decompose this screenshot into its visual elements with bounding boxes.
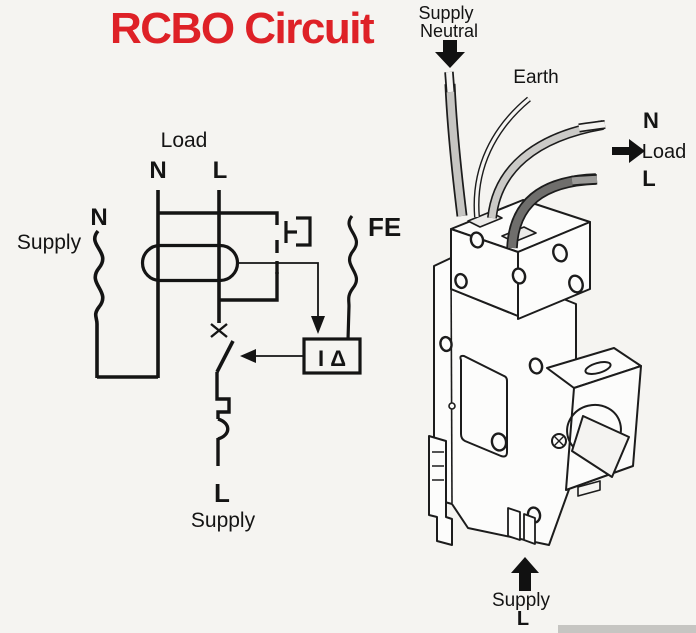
device-left-edge-line xyxy=(450,259,453,504)
supply-l-label: Supply xyxy=(191,509,256,532)
fe-label: FE xyxy=(368,212,401,242)
page-title: RCBO Circuit xyxy=(110,4,375,53)
load-line-wire xyxy=(506,173,598,249)
sense-arrowhead-icon xyxy=(311,316,325,334)
terminal-block-right-face xyxy=(517,221,591,320)
toggle-lever xyxy=(571,415,630,478)
supply-n-terminal-label: N xyxy=(90,204,107,231)
housing-screw-cross-icon xyxy=(553,435,565,447)
device-supply-l-label-2: L xyxy=(517,608,529,630)
load-n-label: N xyxy=(149,157,166,184)
bottom-terminal-slots xyxy=(507,507,536,545)
device-earth-label: Earth xyxy=(513,67,558,88)
device-supply-l-label-1: Supply xyxy=(492,590,551,611)
supply-l-terminal-label: L xyxy=(214,478,230,508)
test-button-icon xyxy=(284,216,312,247)
supply-neutral-wire xyxy=(444,71,468,217)
fe-lead xyxy=(346,214,358,341)
test-branch xyxy=(158,211,279,302)
load-l-label: L xyxy=(213,157,228,184)
load-title-label: Load xyxy=(161,129,208,152)
supply-neutral-arrow-down-icon xyxy=(435,40,465,68)
switch-contact xyxy=(210,323,235,373)
overcurrent-element xyxy=(215,372,231,466)
device-wires xyxy=(444,71,606,249)
housing-oval-slot xyxy=(584,361,612,375)
neutral-conductor-line xyxy=(97,190,160,379)
supply-l-arrow-up-icon xyxy=(511,557,539,591)
residual-trip-box-label: I Δ xyxy=(318,346,346,371)
load-arrow-right-icon xyxy=(612,139,645,163)
housing-small-slot xyxy=(577,480,601,497)
supply-n-label: Supply xyxy=(17,231,82,254)
current-transformer-ring xyxy=(140,243,240,283)
earth-wire xyxy=(473,96,531,218)
device-supply-neutral-label-1: Supply xyxy=(418,3,473,23)
load-neutral-wire xyxy=(487,120,606,219)
supply-neutral-lead xyxy=(92,229,105,378)
device-load-label: Load xyxy=(642,141,687,163)
device-supply-neutral-label-2: Neutral xyxy=(420,21,478,41)
bottom-border-strip xyxy=(558,625,696,633)
din-clip xyxy=(428,435,453,546)
device-holes xyxy=(439,231,584,524)
circuit-schematic xyxy=(92,190,362,466)
label-recess xyxy=(459,354,508,458)
ct-sense-line xyxy=(237,262,319,318)
residual-trip-box xyxy=(302,337,362,375)
rcbo-device-illustration xyxy=(428,199,642,546)
trip-arrowhead-icon xyxy=(240,349,256,363)
din-clip-ribs xyxy=(432,451,444,481)
device-load-n-label: N xyxy=(643,108,659,133)
device-load-l-label: L xyxy=(642,166,655,191)
